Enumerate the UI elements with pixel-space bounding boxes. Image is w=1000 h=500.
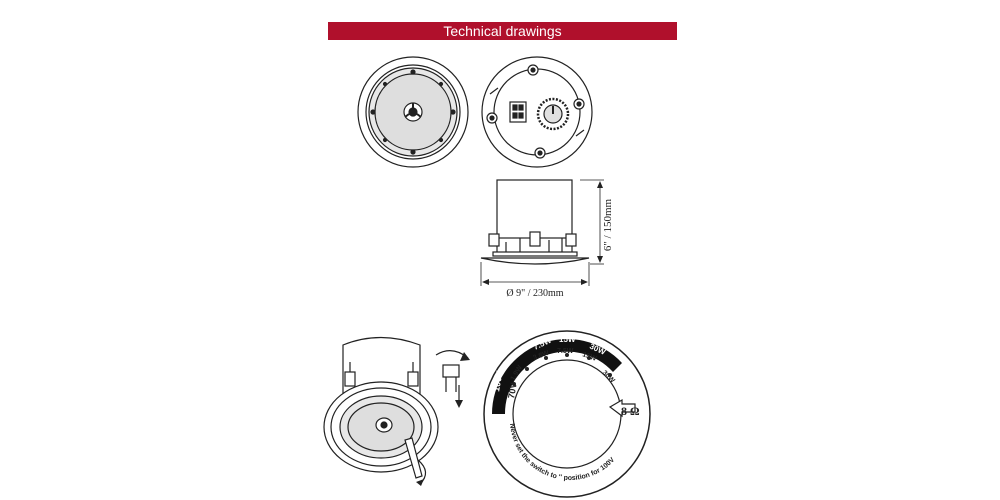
dial-label-inner-7-5w: 7.5W (557, 348, 574, 355)
dial-label-inner-15w: 15W (581, 351, 597, 363)
installation-view (323, 336, 470, 486)
height-dimension-label: 6" / 150mm (602, 198, 614, 251)
impedance-label: 8 Ω (621, 404, 640, 418)
tap-selector-dial (483, 330, 651, 498)
diameter-dimension-label: Ø 9" / 230mm (506, 288, 563, 299)
speaker-side-view (480, 179, 604, 286)
speaker-rear-view (481, 56, 593, 168)
dial-label-70v: 70V (506, 382, 519, 400)
dial-label-100v: 100V (491, 370, 505, 392)
dial-label-outer-15w: 15W (559, 335, 576, 344)
section-title-banner: Technical drawings (328, 22, 677, 40)
speaker-front-view (357, 56, 469, 168)
